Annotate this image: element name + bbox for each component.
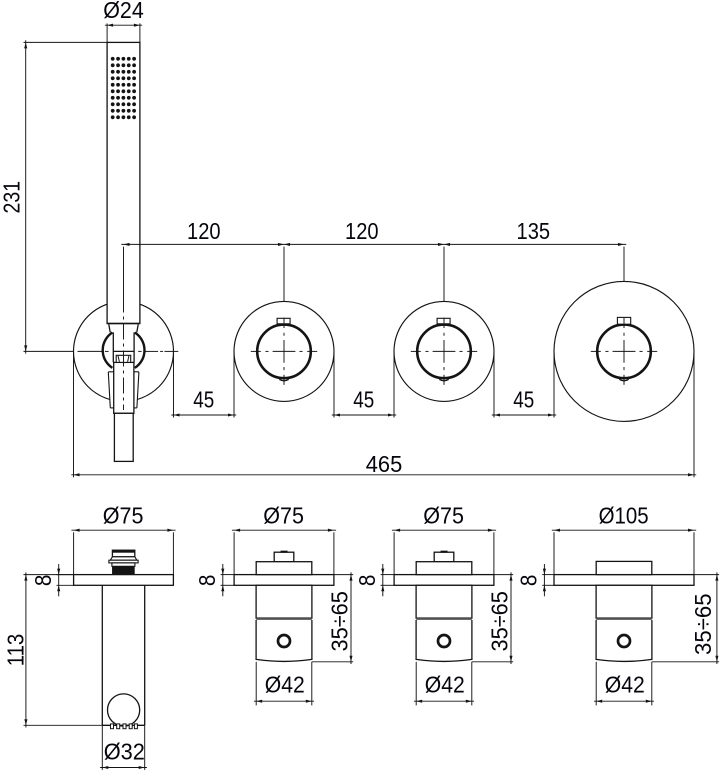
svg-text:Ø75: Ø75 (103, 503, 144, 529)
svg-text:Ø75: Ø75 (263, 503, 304, 529)
svg-text:8: 8 (194, 575, 220, 587)
svg-text:8: 8 (354, 575, 380, 587)
svg-text:35÷65: 35÷65 (486, 591, 512, 652)
svg-text:35÷65: 35÷65 (326, 591, 352, 652)
svg-text:Ø105: Ø105 (599, 503, 649, 529)
svg-text:Ø75: Ø75 (423, 503, 464, 529)
svg-text:231: 231 (0, 181, 24, 214)
svg-text:120: 120 (345, 218, 379, 244)
svg-text:113: 113 (3, 634, 29, 667)
svg-text:8: 8 (516, 575, 542, 587)
svg-text:35÷65: 35÷65 (690, 593, 716, 655)
svg-text:120: 120 (187, 218, 221, 244)
svg-text:Ø24: Ø24 (103, 0, 144, 23)
svg-text:135: 135 (517, 218, 551, 244)
svg-text:Ø42: Ø42 (425, 671, 465, 697)
svg-text:Ø42: Ø42 (265, 671, 305, 697)
svg-text:Ø32: Ø32 (104, 739, 145, 765)
svg-text:45: 45 (193, 386, 214, 412)
svg-text:45: 45 (353, 386, 374, 412)
svg-text:465: 465 (366, 451, 403, 477)
svg-text:Ø42: Ø42 (605, 671, 645, 697)
svg-text:8: 8 (30, 575, 56, 587)
svg-text:45: 45 (513, 386, 534, 412)
